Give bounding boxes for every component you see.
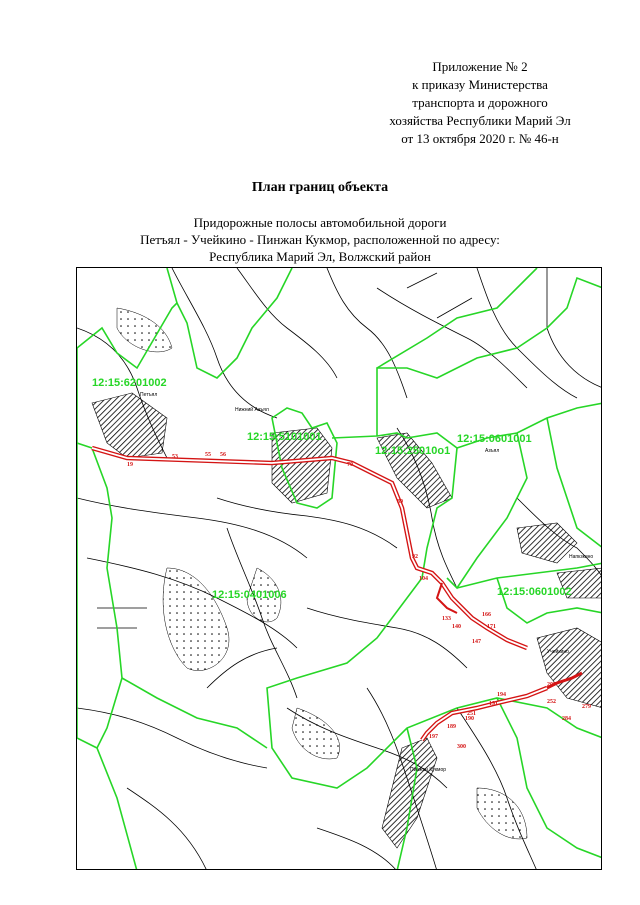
- header-line: хозяйства Республики Марий Эл: [389, 113, 571, 128]
- settlement-name: Напкзкино: [569, 554, 593, 560]
- route-point-label: 140: [452, 624, 461, 630]
- route-point-label: 70: [347, 462, 353, 468]
- route-point-label: 166: [482, 612, 491, 618]
- route-point-label: 251: [467, 711, 476, 717]
- map-frame: 19 53 55 56 70 89 92 104 133 140 147 166…: [76, 267, 602, 870]
- route-point-label: 194: [497, 692, 506, 698]
- cadastral-label: 12:15:25010о1: [375, 445, 450, 457]
- road-corridor: [91, 445, 583, 742]
- map-canvas: 19 53 55 56 70 89 92 104 133 140 147 166…: [77, 268, 601, 869]
- route-point-label: 191: [489, 701, 498, 707]
- route-point-label: 133: [442, 616, 451, 622]
- subtitle-line: Республика Марий Эл, Волжский район: [209, 249, 431, 264]
- cadastral-label: 12:15:0401006: [212, 589, 287, 601]
- settlement-name: Петъял: [140, 392, 157, 398]
- page-title: План границ объекта: [251, 180, 389, 195]
- cadastral-label: 12:15:6201002: [92, 377, 167, 389]
- cadastral-boundaries: [77, 268, 601, 869]
- cadastral-label: 12:15:5101001: [247, 431, 322, 443]
- order-annex-header: Приложение № 2 к приказу Министерства тр…: [360, 58, 600, 148]
- route-point-label: 89: [397, 499, 403, 505]
- settlement-name: Учейкино: [547, 648, 569, 655]
- route-point-label: 53: [172, 454, 178, 460]
- route-point-label: 104: [419, 576, 428, 582]
- route-point-label: 207: [547, 682, 556, 688]
- route-point-label: 300: [457, 744, 466, 750]
- forest-areas: [116, 307, 528, 840]
- route-point-label: 284: [562, 716, 571, 722]
- header-line: от 13 октября 2020 г. № 46-н: [401, 131, 559, 146]
- cadastral-labels: 12:15:6201002 12:15:5101001 12:15:25010о…: [92, 377, 572, 601]
- header-line: Приложение № 2: [432, 59, 528, 74]
- page-subtitle: Придорожные полосы автомобильной дороги …: [60, 214, 580, 265]
- settlement-name: Нижний Азъял: [235, 406, 269, 413]
- subtitle-line: Петъял - Учейкино - Пинжан Кукмор, распо…: [140, 232, 500, 247]
- cadastral-label: 12:15:0601002: [497, 586, 572, 598]
- route-point-label: 279: [582, 704, 591, 710]
- cadastral-label: 12:15:0601001: [457, 433, 532, 445]
- header-line: транспорта и дорожного: [412, 95, 548, 110]
- route-point-label: 190: [465, 716, 474, 722]
- route-point-label: 171: [487, 624, 496, 630]
- route-point-label: 92: [412, 554, 418, 560]
- settlement-names: Петъял Нижний Азъял Азъял Учейкино Пинжа…: [140, 392, 593, 773]
- route-point-label: 56: [220, 452, 226, 458]
- route-point-label: 252: [547, 699, 556, 705]
- route-point-label: 197: [429, 734, 438, 740]
- route-point-labels: 19 53 55 56 70 89 92 104 133 140 147 166…: [127, 452, 591, 750]
- subtitle-line: Придорожные полосы автомобильной дороги: [193, 215, 447, 230]
- settlement-areas: [91, 392, 601, 849]
- route-point-label: 19: [127, 462, 133, 468]
- settlement-name: Азъял: [485, 448, 499, 454]
- route-point-label: 189: [447, 724, 456, 730]
- header-line: к приказу Министерства: [412, 77, 548, 92]
- route-point-label: 55: [205, 452, 211, 458]
- topographic-lines: [77, 268, 601, 869]
- settlement-name: Пинжан Кукмор: [410, 767, 446, 773]
- route-point-label: 147: [472, 639, 481, 645]
